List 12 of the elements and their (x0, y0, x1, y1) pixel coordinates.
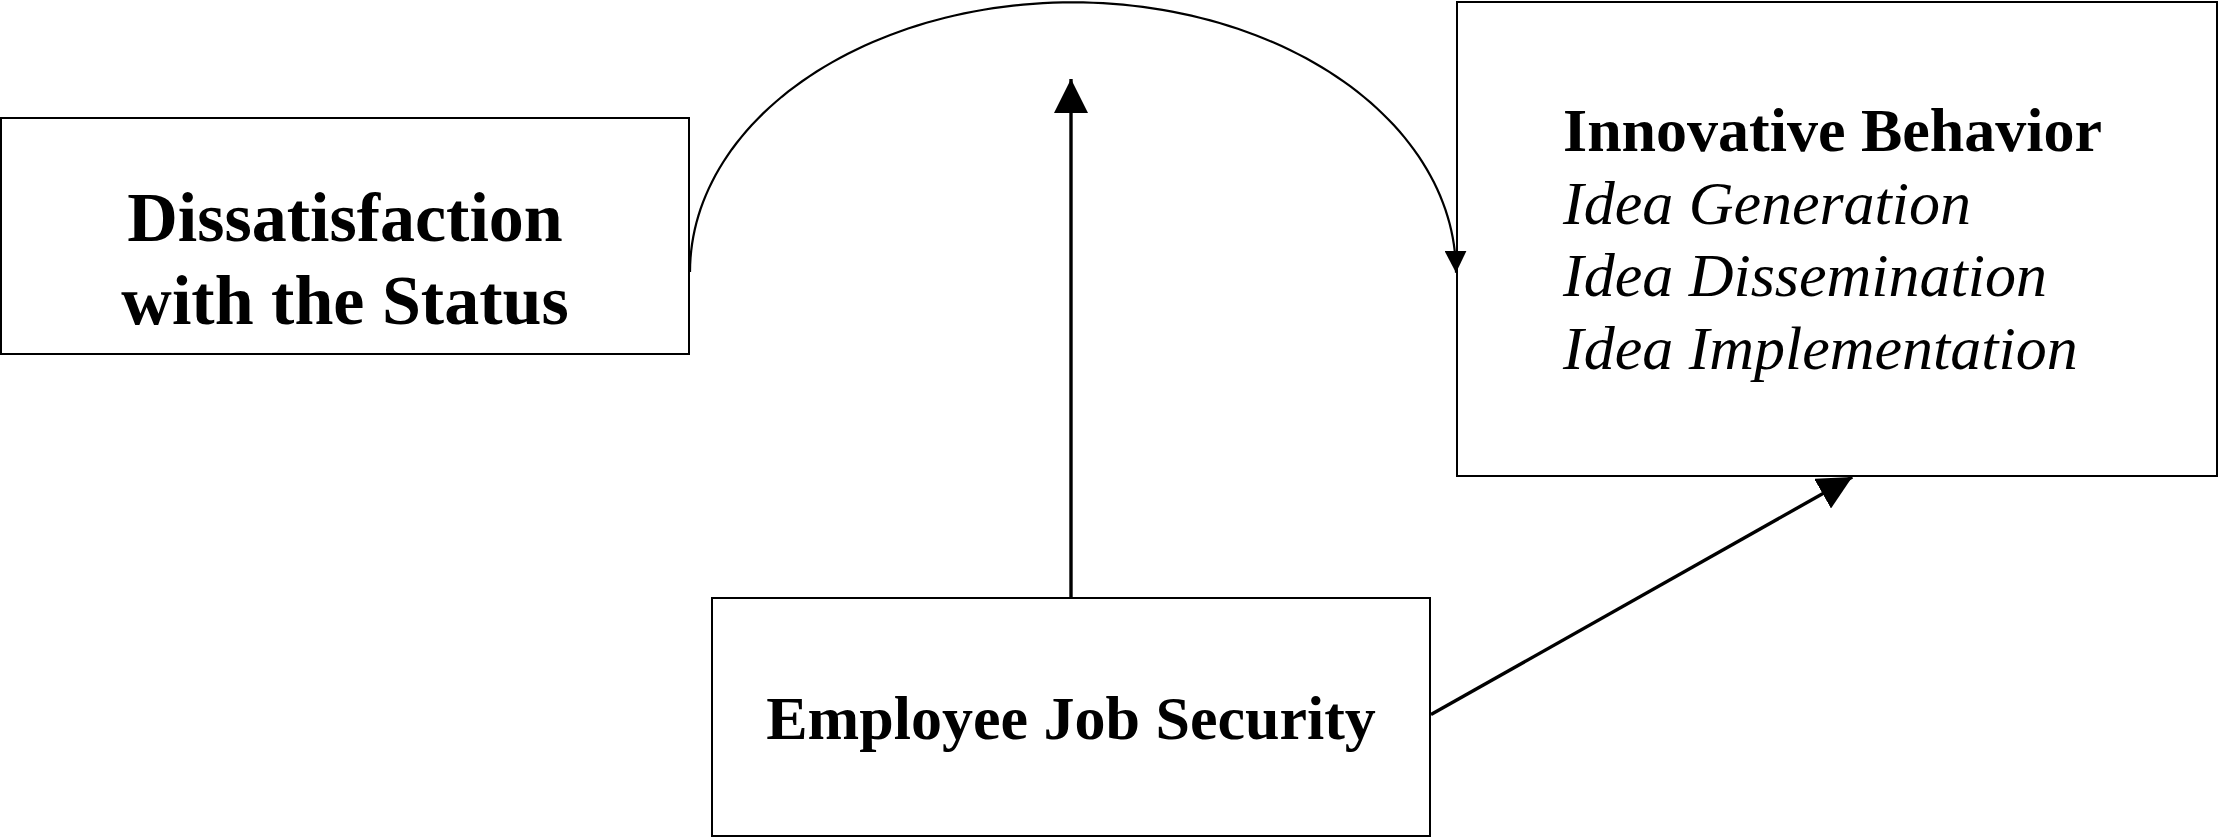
heading-text: Innovative Behavior (1563, 95, 2103, 166)
construct-box (1456, 1, 2218, 477)
arrow (1430, 475, 1854, 717)
box-label: Dissatisfaction with the Status (120, 178, 570, 341)
curved-arrow (688, 1, 1467, 273)
box-label: Employee Job Security (766, 683, 1376, 754)
list-item-text: Idea Generation (1563, 167, 1972, 239)
construct-box (711, 597, 1431, 837)
list-item-text: Idea Implementation (1563, 312, 2078, 384)
arrow (1054, 79, 1088, 597)
construct-box (0, 117, 690, 355)
list-item-text: Idea Dissemination (1563, 240, 2047, 311)
